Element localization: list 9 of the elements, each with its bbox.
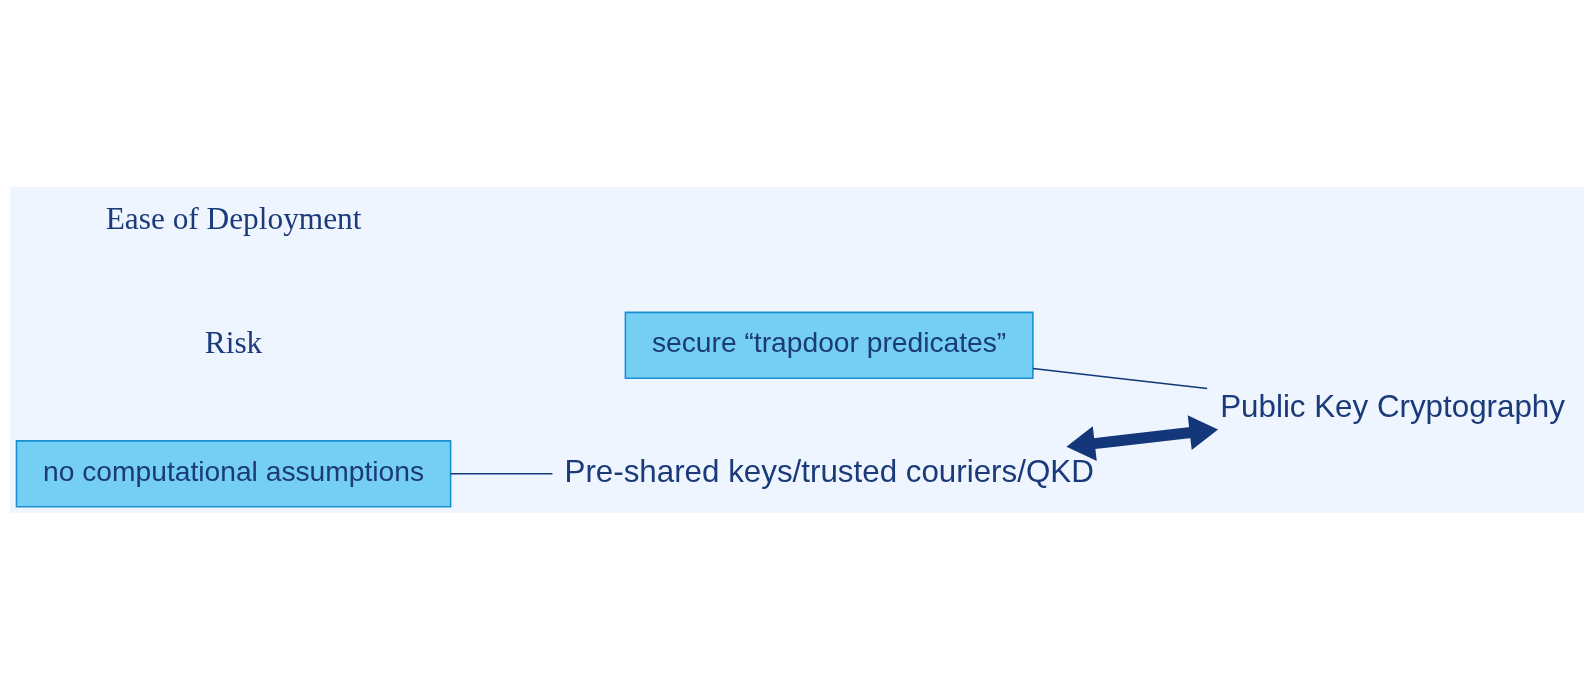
node-text: Pre-shared keys/trusted couriers/QKD xyxy=(564,453,1094,489)
label: Ease of Deployment xyxy=(105,200,362,236)
arrow xyxy=(1066,414,1219,461)
node-box: secure “trapdoor predicates” xyxy=(624,311,1034,379)
node-text: Public Key Cryptography xyxy=(1220,388,1565,424)
node-box: no computational assumptions xyxy=(15,439,452,507)
connector xyxy=(449,472,554,475)
label: Risk xyxy=(204,324,263,360)
connector xyxy=(1032,367,1208,389)
